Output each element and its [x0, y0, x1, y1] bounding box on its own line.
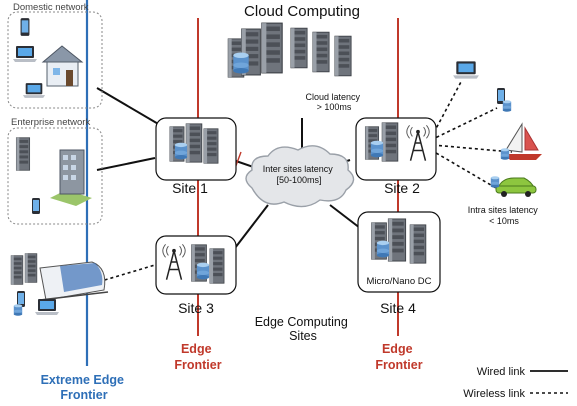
- car-icon: [495, 177, 537, 197]
- train-icon: [39, 261, 109, 301]
- legend-wireless-label: Wireless link: [463, 388, 525, 400]
- wireless-links: [97, 79, 513, 283]
- enterprise-network-box: [7, 127, 103, 225]
- server-icon: [10, 255, 24, 285]
- legend-wired-label: Wired link: [477, 366, 526, 378]
- site3-label: Site 3: [178, 300, 214, 316]
- legend: Wired link Wireless link: [463, 366, 568, 400]
- disk-icon: [502, 100, 512, 112]
- cloud-datacenter-icon: [227, 22, 352, 78]
- server-icon: [15, 137, 31, 171]
- disk-icon: [13, 304, 23, 316]
- inter-sites-latency-label: Inter sites latency [50-100ms]: [263, 164, 336, 185]
- intra-sites-latency-label: Intra sites latency < 10ms: [468, 205, 541, 226]
- sailboat-icon: [505, 122, 542, 160]
- extreme-edge-frontier-label: Extreme Edge Frontier: [41, 373, 128, 402]
- laptop-icon: [22, 83, 46, 98]
- edge-computing-sites-label: Edge Computing Sites: [255, 315, 352, 343]
- laptop-icon: [35, 299, 59, 315]
- site1-servers-icon: [169, 123, 219, 164]
- site2-label: Site 2: [384, 180, 420, 196]
- edge-frontier-label-right: Edge Frontier: [375, 342, 422, 372]
- disk-icon: [490, 176, 500, 188]
- edge-frontier-label-left: Edge Frontier: [174, 342, 221, 372]
- server-icon: [24, 253, 38, 283]
- micro-nano-dc-label: Micro/Nano DC: [367, 276, 432, 287]
- cloud-latency-label: Cloud latency > 100ms: [305, 92, 362, 112]
- house-icon: [41, 45, 84, 87]
- domestic-network-box: [7, 11, 103, 109]
- site4-label: Site 4: [380, 300, 416, 316]
- enterprise-network-label: Enterprise network: [11, 117, 90, 128]
- phone-icon: [32, 198, 40, 214]
- laptop-icon: [453, 61, 479, 79]
- site1-label: Site 1: [172, 180, 208, 196]
- site4-servers-icon: [371, 218, 427, 264]
- disk-icon: [500, 148, 510, 160]
- laptop-icon: [13, 46, 37, 62]
- inter-sites-cloud: [245, 145, 355, 208]
- office-building-icon: [50, 149, 92, 206]
- domestic-network-label: Domestic network: [13, 2, 89, 13]
- cloud-computing-title: Cloud Computing: [244, 3, 360, 20]
- tablet-icon: [20, 18, 30, 36]
